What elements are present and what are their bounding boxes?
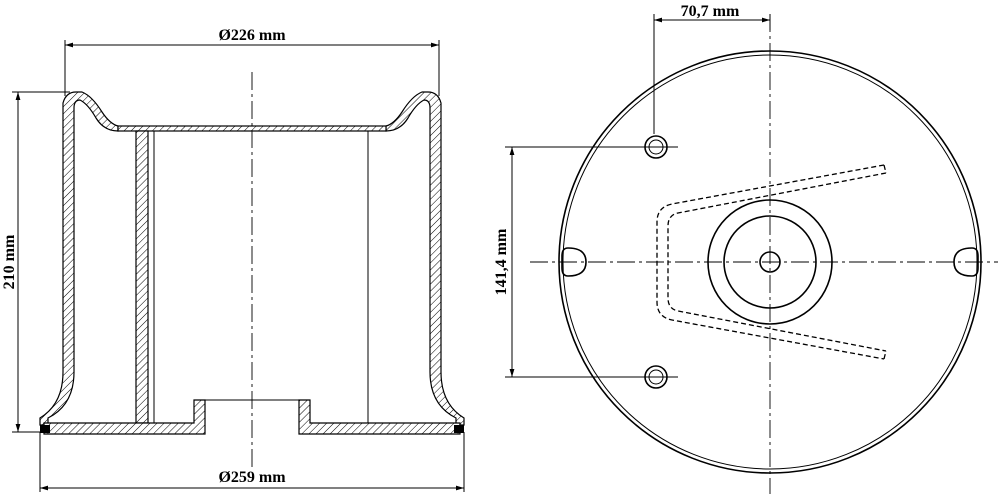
dim-hole-offset: 70,7 mm	[653, 3, 771, 134]
dim-bottom-diameter: Ø259 mm	[39, 432, 465, 492]
dim-top-diameter: Ø226 mm	[64, 27, 440, 96]
hole-offset-label: 70,7 mm	[681, 3, 740, 20]
height-label: 210 mm	[1, 234, 18, 289]
top-view	[530, 14, 998, 494]
notch-left	[561, 247, 587, 277]
dim-hole-spacing: 141,4 mm	[493, 146, 645, 378]
inner-tube-wall	[135, 130, 149, 424]
dim-height: 210 mm	[1, 91, 70, 433]
center-hole	[759, 251, 781, 273]
bottom-plate-right	[298, 399, 461, 435]
hidden-bracket-outer	[656, 164, 885, 360]
top-diameter-label: Ø226 mm	[218, 27, 286, 44]
hole-spacing-label: 141,4 mm	[493, 228, 510, 295]
notch-right	[953, 247, 979, 277]
shell-wall-left	[39, 91, 119, 426]
boss-inner	[723, 215, 817, 309]
section-view	[39, 72, 465, 470]
hidden-bracket-inner	[667, 172, 887, 352]
bottom-plate	[43, 399, 206, 435]
bottom-diameter-label: Ø259 mm	[218, 469, 286, 486]
boss-outer	[707, 199, 833, 325]
shell-wall-right	[385, 91, 465, 426]
